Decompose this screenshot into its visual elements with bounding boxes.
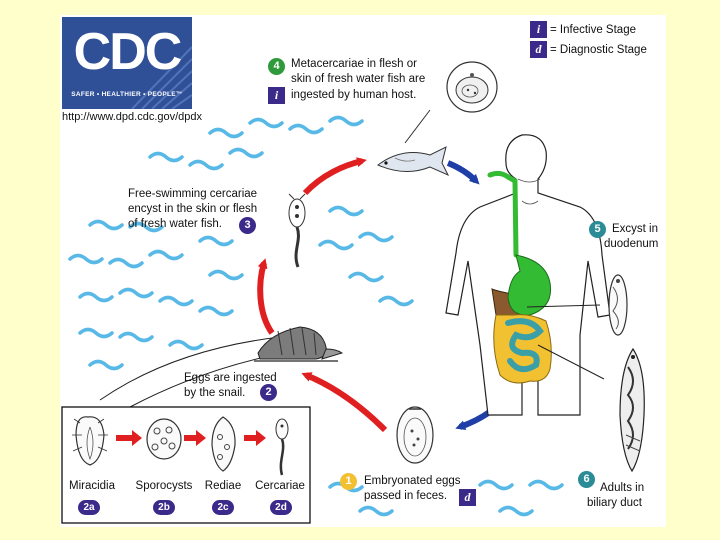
wave xyxy=(118,331,154,343)
arrow-eggs-to-snail xyxy=(301,372,388,433)
arrow-fish-to-human xyxy=(446,160,480,185)
redia-drawing xyxy=(211,416,236,472)
substage-miracidia-label: Miracidia xyxy=(68,480,115,492)
wave xyxy=(118,287,154,299)
life-cycle-diagram: CDC SAFER • HEALTHIER • PEOPLE™ http://w… xyxy=(60,15,666,527)
digestive-organs-drawing xyxy=(487,170,605,384)
water-waves xyxy=(68,115,564,517)
stage-4-line3: ingested by human host. xyxy=(291,89,417,101)
cercaria-drawing xyxy=(288,193,306,268)
wave xyxy=(198,305,234,317)
diagnostic-stage-legend-label: = Diagnostic Stage xyxy=(550,44,647,56)
wave xyxy=(198,235,234,247)
stage-1-badge: 1 xyxy=(340,473,357,490)
cdc-logo: CDC SAFER • HEALTHIER • PEOPLE™ xyxy=(62,17,192,109)
infective-stage-legend-label: = Infective Stage xyxy=(550,24,636,36)
wave xyxy=(318,239,354,251)
stage-2-line2: by the snail. xyxy=(184,387,246,399)
stage-4-badge: 4 xyxy=(268,58,285,75)
substage-2d-badge: 2d xyxy=(270,500,292,515)
logo-stripes xyxy=(131,46,192,109)
stage-1-line2: passed in feces. xyxy=(364,490,448,502)
substage-arrows xyxy=(116,430,266,446)
stage-3-badge: 3 xyxy=(239,217,256,234)
substage-cercariae-label: Cercariae xyxy=(255,480,305,492)
wave xyxy=(88,219,124,231)
stage-3-line3: of fresh water fish. xyxy=(128,218,222,230)
wave xyxy=(528,479,564,491)
wave xyxy=(328,205,364,217)
diagram-drawing xyxy=(61,61,645,524)
wave xyxy=(148,151,184,163)
wave xyxy=(248,117,284,129)
arrow-snail-to-cercariae xyxy=(257,258,275,335)
wave xyxy=(208,127,244,139)
stage-5-badge: 5 xyxy=(589,221,606,238)
wave xyxy=(78,327,114,339)
wave xyxy=(78,291,114,303)
wave xyxy=(188,159,224,171)
wave xyxy=(68,253,104,265)
wave xyxy=(168,339,204,351)
stage-3-line1: Free-swimming cercariae xyxy=(128,188,258,200)
infective-stage-legend-icon: i xyxy=(530,21,547,38)
sporocyst-drawing xyxy=(146,418,182,460)
source-url[interactable]: http://www.dpd.cdc.gov/dpdx xyxy=(62,111,203,123)
fish-drawing xyxy=(377,109,450,177)
stage-5-line2: duodenum xyxy=(604,238,659,250)
wave xyxy=(208,269,244,281)
substage-rediae-label: Rediae xyxy=(204,480,242,492)
wave xyxy=(498,505,534,517)
stage-6-line1: Adults in xyxy=(600,482,645,494)
wave xyxy=(348,271,384,283)
wave xyxy=(288,123,324,135)
stage-6-line2: biliary duct xyxy=(587,497,642,509)
stage-5-line1: Excyst in xyxy=(612,223,659,235)
stage-6-badge: 6 xyxy=(578,471,595,488)
wave xyxy=(358,505,394,517)
miracidium-drawing xyxy=(72,416,108,466)
stage-4-line1: Metacercariae in flesh or xyxy=(291,58,417,70)
stage-1-diagnostic-marker: d xyxy=(459,489,476,506)
substage-2b-badge: 2b xyxy=(153,500,175,515)
logo-tagline: SAFER • HEALTHIER • PEOPLE™ xyxy=(71,91,183,98)
logo-wordmark: CDC xyxy=(73,23,183,81)
wave xyxy=(148,249,184,261)
juvenile-fluke-drawing xyxy=(608,274,628,336)
wave xyxy=(328,115,364,127)
wave xyxy=(108,257,144,269)
substage-box xyxy=(61,406,311,524)
substage-2a-badge: 2a xyxy=(78,500,100,515)
wave xyxy=(88,359,124,371)
cercaria-inset-drawing xyxy=(275,418,289,476)
egg-drawing xyxy=(396,406,434,464)
metacercaria-drawing xyxy=(446,61,498,113)
stage-2-badge: 2 xyxy=(260,384,277,401)
wave xyxy=(378,295,414,307)
stage-4-infective-marker: i xyxy=(268,87,285,104)
substage-2c-badge: 2c xyxy=(212,500,234,515)
wave xyxy=(358,231,394,243)
wave xyxy=(228,147,264,159)
wave xyxy=(478,479,514,491)
arrow-cercariae-to-fish xyxy=(302,157,367,196)
snail-drawing xyxy=(254,326,344,362)
stage-1-line1: Embryonated eggs xyxy=(364,475,461,487)
diagnostic-stage-legend-icon: d xyxy=(530,41,547,58)
adult-fluke-drawing xyxy=(619,347,645,473)
wave xyxy=(128,221,164,233)
wave xyxy=(158,295,194,307)
substage-sporocysts-label: Sporocysts xyxy=(135,480,193,492)
stage-3-line2: encyst in the skin or flesh xyxy=(128,203,258,215)
stage-2-line1: Eggs are ingested xyxy=(184,372,277,384)
stage-4-line2: skin of fresh water fish are xyxy=(291,73,426,85)
